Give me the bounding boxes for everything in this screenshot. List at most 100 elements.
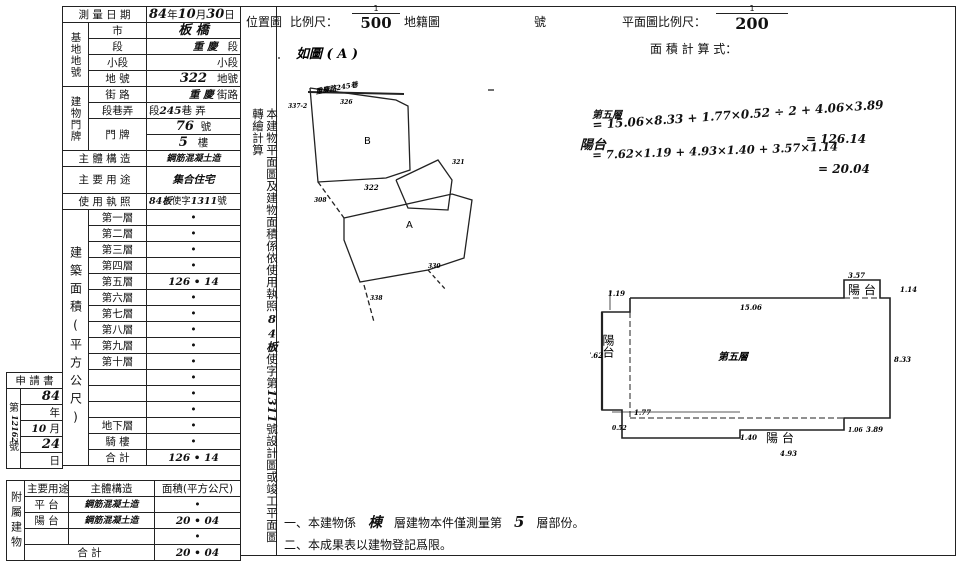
- lane-label: 段巷弄: [87, 102, 148, 119]
- plan-dim-balcony-d: 1.14: [900, 285, 917, 294]
- plan-scale-fraction: 1 200: [716, 4, 788, 33]
- annex-group: 附屬建物: [6, 480, 25, 561]
- number-value: 76 號: [146, 118, 242, 135]
- lot-b-outline: [309, 87, 411, 183]
- plan-dim-top: 15.06: [740, 303, 762, 312]
- floor-value: 5 樓: [146, 134, 242, 151]
- floor-name: [87, 369, 148, 386]
- application-table: 申 請 書 第 12162 號 84 年 10 月 24 日: [6, 372, 63, 469]
- plan-balcony-left: 陽台: [601, 334, 615, 358]
- structure-value: 鋼筋混凝土造: [146, 150, 242, 167]
- dim-b: 326: [340, 99, 353, 106]
- location-caption: 如圖 ( A ): [296, 46, 358, 62]
- vertical-divider: [276, 6, 277, 556]
- date-label: 測 量 日 期: [61, 6, 148, 23]
- vertical-note: 本建物平面圖及建物面積係依使用執照84板使字第1311號設計圖或竣工平面圖轉繪計…: [251, 108, 279, 544]
- plan-dim-balcony-w: 3.57: [848, 271, 865, 280]
- floor-area: •: [146, 257, 242, 274]
- floor-name: [87, 401, 148, 418]
- floor-area: •: [146, 225, 242, 242]
- section-value: 重 慶 段: [146, 38, 242, 55]
- plan-dim-bottom-right: 3.89: [866, 425, 883, 434]
- floor-name: 第五層: [87, 273, 148, 290]
- floor-area: •: [146, 289, 242, 306]
- application-year-unit: 年: [20, 404, 63, 421]
- application-title: 申 請 書: [6, 372, 63, 389]
- lot-338-label: 338: [370, 295, 383, 302]
- annex-total-value: 20 • 04: [154, 544, 241, 561]
- lot-a-outline: [343, 193, 473, 283]
- location-sketch: N 如圖 ( A ) 重慶路245巷 337-2 326 B 322 321 3…: [278, 46, 494, 323]
- annex-structure: [68, 528, 155, 545]
- lot-a-label: A: [406, 220, 413, 231]
- calc-line2: = 126.14: [806, 132, 867, 146]
- floor-area: •: [146, 433, 242, 450]
- lane-value: 段245巷 弄: [146, 102, 242, 119]
- street-value: 重 慶 街路: [146, 86, 242, 103]
- annex-area: 20 • 04: [154, 512, 241, 529]
- plan-dim-bottom-left: 1.40: [740, 433, 757, 442]
- city-label: 市: [87, 22, 148, 39]
- plan-dim-right: 8.33: [894, 355, 911, 364]
- floor-name: 地下層: [87, 417, 148, 434]
- annex-structure: 鋼筋混凝土造: [68, 512, 155, 529]
- lot-308-label: 308: [314, 197, 327, 204]
- structure-label: 主 體 構 造: [61, 150, 148, 167]
- annex-use: 平 台: [24, 496, 69, 513]
- note-2: 二、本成果表以建物登記爲限。: [284, 538, 453, 552]
- floor-plan: 1.19 15.06 3.57 1.14 陽 台 陽台 7.62 8.33 第五…: [590, 271, 917, 458]
- date-value: 84年10月30日: [146, 6, 242, 23]
- floor-area: •: [146, 209, 242, 226]
- scale-label: 比例尺：: [290, 15, 339, 29]
- lot-322-label: 322: [364, 183, 379, 192]
- floor-area: 126 • 14: [146, 273, 242, 290]
- subsection-value: 小段: [146, 54, 242, 71]
- location-map-title: 位置圖: [246, 15, 283, 29]
- annex-total-label: 合 計: [24, 544, 155, 561]
- lot-321-label: 321: [452, 159, 465, 166]
- lot-middle-outline: [395, 159, 453, 211]
- plan-dim-small-right: 1.06: [848, 427, 863, 434]
- application-number: 第 12162 號: [6, 388, 21, 469]
- plan-dim-left: 7.62: [590, 351, 603, 360]
- annex-header: 主要用途: [24, 480, 69, 497]
- section-label: 段: [87, 38, 148, 55]
- calc-line4: = 20.04: [818, 162, 870, 176]
- survey-table: 測 量 日 期 84年10月30日 基地地號 市 板 橋 段 重 慶 段 小段 …: [61, 6, 242, 466]
- floor-area: •: [146, 385, 242, 402]
- floor-area: •: [146, 241, 242, 258]
- city-value: 板 橋: [146, 22, 242, 39]
- floor-name: 第八層: [87, 321, 148, 338]
- annex-use: 陽 台: [24, 512, 69, 529]
- plan-scale-label: 平面圖比例尺：: [622, 15, 707, 29]
- lot-b-label: B: [364, 136, 371, 147]
- floor-name: 第七層: [87, 305, 148, 322]
- usage-value: 集合住宅: [146, 166, 242, 194]
- floor-area: •: [146, 401, 242, 418]
- floor-area: •: [146, 369, 242, 386]
- floor-name: 騎 樓: [87, 433, 148, 450]
- annex-area: •: [154, 496, 241, 513]
- plan-dim-top-left: 1.19: [608, 289, 625, 298]
- floor-area: •: [146, 353, 242, 370]
- calc-balcony-title: 陽台: [580, 138, 607, 153]
- number-label: 門 牌: [87, 118, 148, 151]
- floor-area: •: [146, 417, 242, 434]
- plan-dim-notch-h: 0.52: [612, 425, 627, 432]
- subsection-label: 小段: [87, 54, 148, 71]
- calc-floor-title: 第五層: [592, 110, 622, 121]
- lot-label: 地 號: [87, 70, 148, 87]
- lot-value: 322 地號: [146, 70, 242, 87]
- scale-fraction: 1 500: [352, 4, 400, 32]
- floor-name: [87, 385, 148, 402]
- annex-use: [24, 528, 69, 545]
- area-group: 建築面積(平方公尺): [62, 209, 89, 466]
- annex-header: 主體構造: [68, 480, 155, 497]
- area-calc-label: 面 積 計 算 式：: [650, 42, 738, 56]
- license-label: 使 用 執 照: [61, 193, 148, 210]
- lot-330-label: 330: [428, 263, 441, 270]
- plan-balcony-top: 陽 台: [848, 282, 876, 297]
- floor-name: 第一層: [87, 209, 148, 226]
- street-label: 街 路: [87, 86, 148, 103]
